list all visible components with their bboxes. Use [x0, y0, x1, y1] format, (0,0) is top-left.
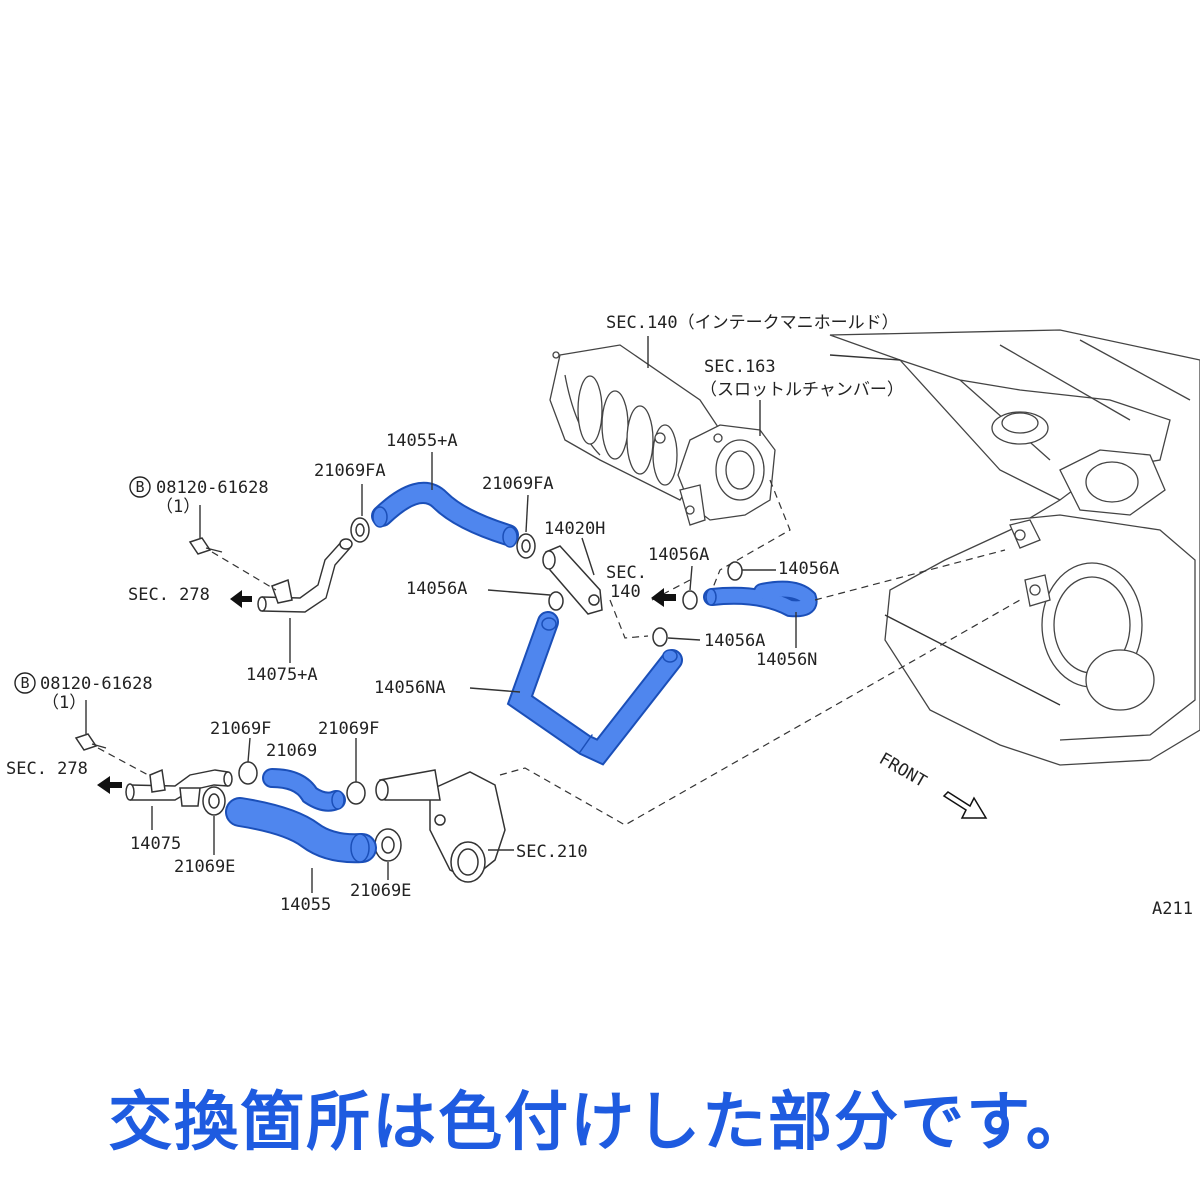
label-sec210: SEC.210 — [516, 842, 588, 862]
label-14020h: 14020H — [544, 519, 605, 539]
svg-text:B: B — [135, 478, 144, 496]
label-sec140-small-1: SEC. — [606, 563, 647, 583]
bolt-mark-bottom-icon: B — [14, 672, 36, 694]
hose-14056n — [703, 580, 818, 618]
arrow-sec278-top-icon — [230, 590, 252, 608]
label-sec278-top: SEC. 278 — [128, 585, 210, 605]
bolt-bottom — [74, 733, 107, 751]
leader-lines — [85, 336, 901, 893]
label-21069e-left: 21069E — [174, 857, 235, 877]
label-14075a: 14075+A — [246, 665, 318, 685]
bolt-mark-top-icon: B — [129, 476, 151, 498]
label-14055: 14055 — [280, 895, 331, 915]
clamp-14056a-left — [548, 591, 564, 611]
hose-14055a — [371, 481, 519, 548]
label-14075: 14075 — [130, 834, 181, 854]
diagram-code: A211 — [1152, 899, 1193, 919]
arrow-sec278-bottom-icon — [97, 776, 122, 794]
hose-21069 — [262, 768, 346, 812]
clamp-21069e-left — [202, 786, 226, 816]
label-14056a-left: 14056A — [406, 579, 467, 599]
label-21069f-left: 21069F — [210, 719, 271, 739]
label-bolt-bottom: 08120-61628 — [40, 674, 153, 694]
label-14056a-lower: 14056A — [704, 631, 765, 651]
label-14056a-right: 14056A — [778, 559, 839, 579]
bolt-top — [188, 537, 223, 555]
clamp-21069fa-right — [516, 533, 536, 559]
arrow-sec140-icon — [651, 588, 676, 607]
clamp-21069f-left — [238, 761, 258, 785]
hose-14056na — [506, 611, 683, 766]
label-bolt-top: 08120-61628 — [156, 478, 269, 498]
pipe-14075 — [125, 768, 233, 807]
label-sec163: SEC.163 — [704, 357, 776, 377]
svg-text:B: B — [20, 674, 29, 692]
label-21069fa-left: 21069FA — [314, 461, 386, 481]
intake-manifold — [549, 344, 721, 501]
label-21069fa-right: 21069FA — [482, 474, 554, 494]
label-14056n: 14056N — [756, 650, 817, 670]
clamp-14056a-mid — [682, 590, 698, 610]
fitting-14020h — [542, 545, 603, 615]
label-14056a-mid: 14056A — [648, 545, 709, 565]
label-bolt-bottom-qty: （1） — [42, 693, 86, 713]
pipe-14075a — [257, 538, 353, 613]
label-21069e-right: 21069E — [350, 881, 411, 901]
label-bolt-top-qty: （1） — [156, 497, 200, 517]
clamp-14056a-lower — [652, 627, 668, 647]
clamp-14056a-right — [727, 561, 743, 581]
label-sec278-bottom: SEC. 278 — [6, 759, 88, 779]
clamp-21069fa-left — [350, 517, 370, 543]
thermostat-housing — [375, 769, 506, 883]
clamp-21069e-right — [374, 828, 402, 862]
caption: 交換箇所は色付けした部分です。 — [108, 1086, 1092, 1160]
label-21069f-right: 21069F — [318, 719, 379, 739]
label-sec163-sub: （スロットルチャンバー） — [700, 380, 904, 400]
label-14055a: 14055+A — [386, 431, 458, 451]
engine-block — [829, 329, 1200, 766]
throttle-chamber — [677, 424, 776, 526]
label-21069: 21069 — [266, 741, 317, 761]
label-sec140: SEC.140（インテークマニホールド） — [606, 313, 899, 333]
label-front: FRONT — [876, 749, 930, 792]
label-sec140-small-2: 140 — [610, 582, 641, 602]
front-arrow-icon — [942, 791, 988, 819]
label-14056na: 14056NA — [374, 678, 446, 698]
hose-14055 — [225, 797, 377, 864]
dashed-reference-lines — [97, 479, 1021, 826]
clamp-21069f-right — [346, 781, 366, 805]
